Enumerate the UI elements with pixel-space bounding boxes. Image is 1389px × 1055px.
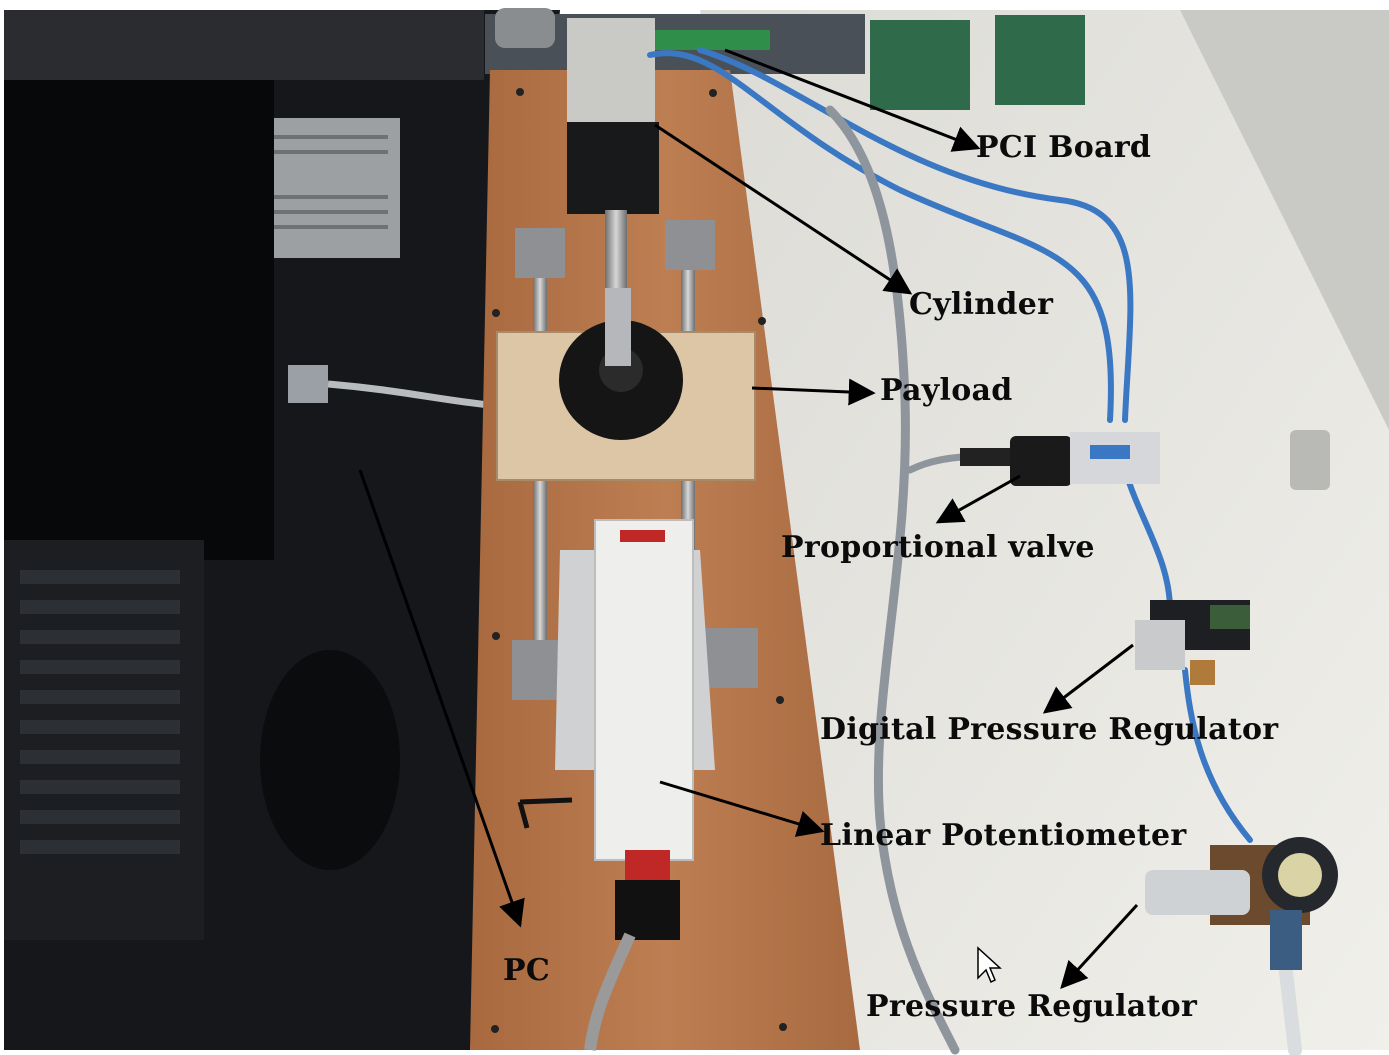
cursor-icon [977, 946, 1002, 984]
pressure-regulator-device [1145, 837, 1338, 970]
arrow-pressure-regulator [1060, 903, 1139, 989]
arrow-linear-potentiometer [659, 780, 825, 837]
arrow-cylinder [654, 123, 913, 295]
label-digital-pressure-regulator: Digital Pressure Regulator [820, 712, 1279, 747]
dark-desk [4, 10, 560, 1050]
pci-board-hardware [485, 8, 1085, 110]
linear-potentiometer-device [517, 519, 715, 1051]
wall-outlet [1290, 430, 1330, 490]
pc-monitor [4, 80, 274, 560]
label-linear-potentiometer: Linear Potentiometer [820, 818, 1187, 853]
label-pressure-regulator: Pressure Regulator [866, 989, 1198, 1024]
digital-pressure-regulator-device [1135, 600, 1250, 685]
power-supply-box [250, 118, 400, 258]
label-proportional-valve: Proportional valve [781, 530, 1095, 565]
serial-connector [288, 365, 328, 403]
label-payload: Payload [880, 373, 1013, 408]
payload-block [496, 288, 756, 481]
arrow-proportional-valve [935, 474, 1021, 524]
annotation-arrows [358, 48, 1139, 989]
base-bolts [491, 88, 787, 1033]
arrow-pc [358, 469, 525, 928]
arrow-digital-pressure-regulator [1042, 643, 1134, 714]
arrow-payload [751, 378, 876, 406]
label-cylinder: Cylinder [909, 287, 1054, 322]
chair-shadow [260, 650, 400, 870]
label-pci-board: PCI Board [976, 130, 1152, 165]
proportional-valve-device [960, 432, 1160, 486]
pneumatic-hoses [647, 47, 1302, 1055]
arrow-pci-board [724, 48, 981, 152]
label-pc: PC [503, 953, 551, 988]
pneumatic-cylinder [567, 18, 659, 330]
